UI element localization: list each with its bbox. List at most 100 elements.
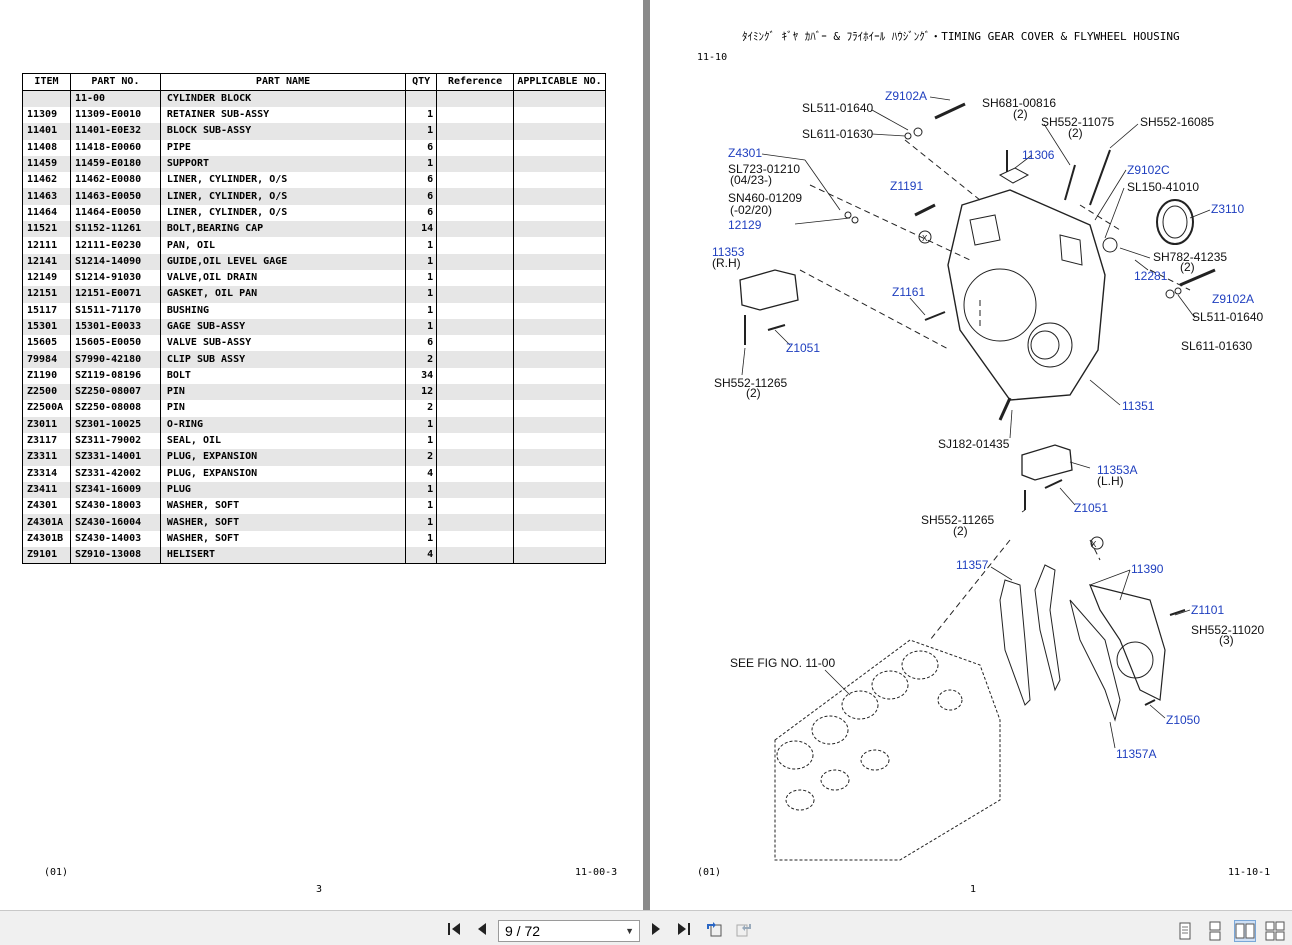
label-sl150: SL150-41010 [1127, 180, 1199, 194]
part-name-cell: PLUG, EXPANSION [159, 465, 407, 482]
first-page-button[interactable] [444, 919, 464, 939]
part-no-cell: SZ301-10025 [69, 416, 161, 433]
item-cell: 11401 [22, 123, 71, 140]
label-sh552-11265-a-qty: (2) [746, 386, 761, 400]
part-name-cell: CYLINDER BLOCK [159, 90, 407, 107]
part-no-cell: SZ119-08196 [69, 367, 161, 385]
item-cell: Z3117 [22, 432, 71, 450]
part-no-cell: S1214-14090 [69, 253, 161, 270]
label-z1191: Z1191 [890, 179, 923, 193]
reference-cell [436, 465, 514, 482]
part-name-cell: SUPPORT [159, 155, 407, 173]
qty-cell [405, 90, 438, 107]
item-cell: 15117 [22, 302, 71, 319]
item-cell: 11408 [22, 139, 71, 156]
header-part-name: PART NAME [159, 73, 407, 91]
reference-cell [436, 269, 514, 287]
part-no-cell: SZ250-08007 [69, 384, 161, 401]
next-page-button[interactable] [646, 919, 666, 939]
label-11306: 11306 [1022, 148, 1055, 162]
qty-cell: 1 [405, 514, 438, 531]
reference-cell [436, 221, 514, 238]
qty-cell: 1 [405, 416, 438, 433]
qty-cell: 1 [405, 481, 438, 499]
left-footer-page-number: 3 [316, 884, 323, 895]
reference-cell [436, 514, 514, 531]
first-page-icon [448, 923, 460, 935]
label-11353a-side: (L.H) [1097, 474, 1124, 488]
label-sl611-top: SL611-01630 [802, 127, 874, 141]
item-cell: Z2500A [22, 400, 71, 417]
reference-cell [436, 400, 514, 417]
two-page-continuous-view-button[interactable] [1264, 920, 1286, 942]
header-part-no: PART NO. [69, 73, 161, 91]
go-forward-button[interactable] [734, 919, 754, 939]
label-sj182: SJ182-01435 [938, 437, 1010, 451]
label-sn460-note: (-02/20) [730, 203, 772, 217]
part-no-cell: 11463-E0050 [69, 188, 161, 205]
applicable-cell [512, 188, 607, 205]
last-page-button[interactable] [674, 919, 694, 939]
item-cell: 12111 [22, 237, 71, 254]
part-no-cell: 11462-E0080 [69, 172, 161, 189]
qty-cell: 6 [405, 335, 438, 352]
item-cell: Z4301A [22, 514, 71, 531]
qty-cell: 1 [405, 318, 438, 336]
label-11390: 11390 [1131, 562, 1164, 576]
qty-cell: 12 [405, 384, 438, 401]
qty-cell: 2 [405, 351, 438, 368]
single-page-view-button[interactable] [1174, 920, 1196, 942]
label-z1050: Z1050 [1166, 713, 1200, 727]
item-cell: 11309 [22, 107, 71, 124]
part-name-cell: BOLT,BEARING CAP [159, 221, 407, 238]
qty-cell: 1 [405, 286, 438, 303]
continuous-view-button[interactable] [1204, 920, 1226, 942]
applicable-cell [512, 530, 607, 548]
go-forward-view-icon [736, 924, 751, 937]
parts-table: ITEM PART NO. PART NAME QTY Reference AP… [22, 73, 607, 565]
part-name-cell: PLUG, EXPANSION [159, 449, 407, 466]
page-number-select[interactable]: 9 / 72 ▼ [498, 920, 640, 942]
part-no-cell: S1152-11261 [69, 221, 161, 238]
label-11357a: 11357A [1116, 747, 1156, 761]
applicable-cell [512, 172, 607, 189]
label-sl723-note: (04/23-) [730, 173, 772, 187]
right-footer-page-number: 1 [970, 884, 977, 895]
applicable-cell [512, 498, 607, 515]
continuous-view-icon [1209, 921, 1221, 941]
applicable-cell [512, 514, 607, 531]
go-back-button[interactable] [704, 919, 724, 939]
part-name-cell: PLUG [159, 481, 407, 499]
item-cell [22, 90, 71, 107]
page-gap [643, 0, 650, 910]
qty-cell: 2 [405, 449, 438, 466]
part-no-cell: S1214-91030 [69, 269, 161, 287]
part-no-cell: 11401-E0E32 [69, 123, 161, 140]
applicable-cell [512, 465, 607, 482]
right-page: ﾀｲﾐﾝｸﾞ ｷﾞﾔ ｶﾊﾞｰ & ﾌﾗｲﾎｲｰﾙ ﾊｳｼﾞﾝｸﾞ・TIMING… [650, 0, 1292, 910]
applicable-cell [512, 107, 607, 124]
label-sh552-11265-b-qty: (2) [953, 524, 968, 538]
item-cell: 11521 [22, 221, 71, 238]
part-no-cell: 11459-E0180 [69, 155, 161, 173]
label-z9102a-top: Z9102A [885, 89, 927, 103]
two-page-continuous-view-icon [1265, 921, 1285, 941]
reference-cell [436, 449, 514, 466]
two-page-view-button[interactable] [1234, 920, 1256, 942]
qty-cell: 1 [405, 107, 438, 124]
reference-cell [436, 416, 514, 433]
qty-cell: 6 [405, 204, 438, 222]
previous-page-button[interactable] [472, 919, 492, 939]
qty-cell: 6 [405, 172, 438, 189]
label-sn460: SN460-01209 [728, 191, 802, 205]
applicable-cell [512, 237, 607, 254]
applicable-cell [512, 123, 607, 140]
